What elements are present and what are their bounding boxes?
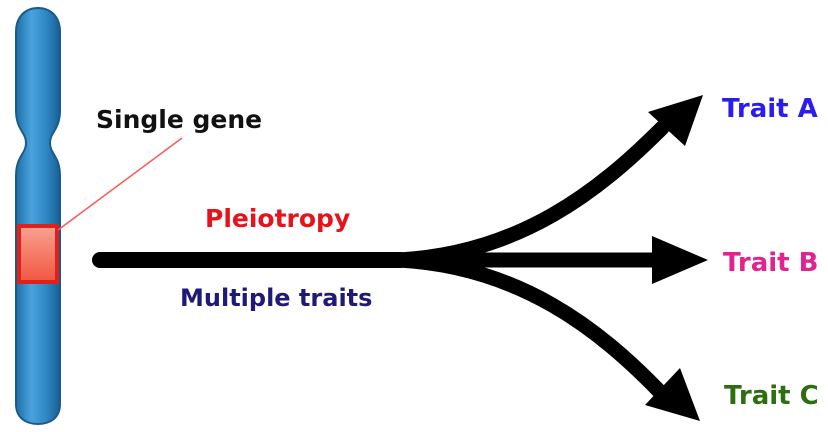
branch-to-trait-c [390,252,668,400]
chromosome [15,6,61,426]
trait-b-label: Trait B [723,248,819,278]
pleiotropy-arrows [92,120,670,400]
pleiotropy-label: Pleiotropy [205,204,351,233]
gene-band [17,224,59,284]
single-gene-label: Single gene [96,105,263,134]
trait-a-label: Trait A [722,94,818,124]
arrowhead-c [645,368,700,421]
branch-to-trait-a [390,120,670,268]
trait-c-label: Trait C [724,381,819,411]
gene-pointer-line [57,137,183,231]
multiple-traits-label: Multiple traits [180,284,373,312]
arrowhead-a [648,95,703,146]
arrowhead-b [652,236,708,284]
arrowheads [645,95,708,421]
chromosome-body [15,6,61,426]
